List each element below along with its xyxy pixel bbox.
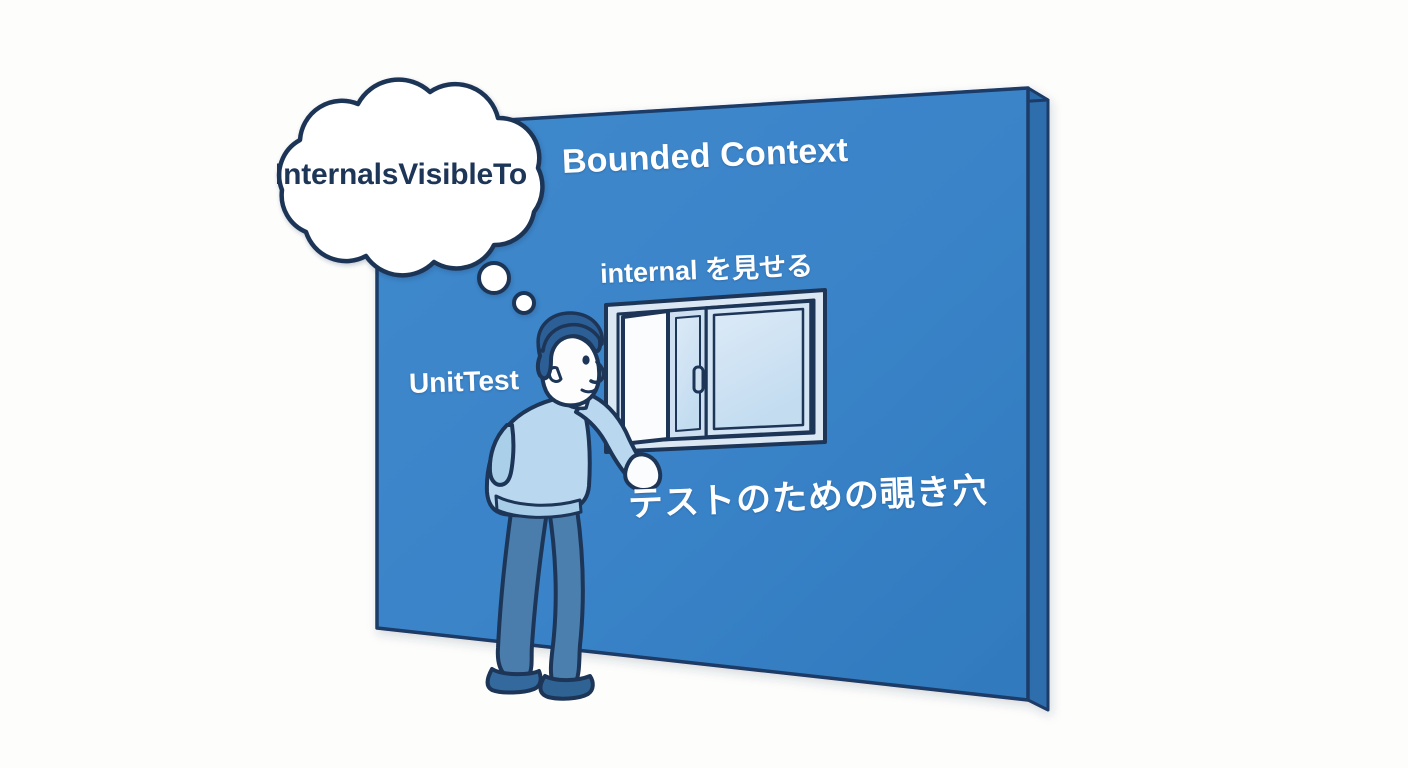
person-nose: [589, 360, 606, 385]
window-handle-icon[interactable]: [692, 365, 705, 394]
person-shoe-back: [485, 667, 543, 695]
person-mouth: [580, 387, 598, 394]
thought-dot-small: [512, 291, 536, 315]
unit-test-person: [484, 311, 663, 701]
person-waist: [494, 494, 583, 519]
person-hand: [623, 452, 663, 492]
peephole-window[interactable]: [604, 288, 827, 454]
thought-bubble: [276, 77, 545, 315]
person-arm-back: [487, 423, 516, 487]
window-glass-right-pane: [712, 307, 805, 431]
person-hair-top: [536, 311, 604, 353]
window-glass-middle-pane: [675, 315, 701, 432]
person-shoe-front: [538, 674, 595, 701]
window-open-panel[interactable]: [621, 309, 670, 446]
thought-dot-large: [477, 261, 511, 295]
thought-cloud-fill: [289, 84, 534, 269]
wall-side-face: [1026, 86, 1050, 712]
person-eye: [582, 355, 590, 365]
